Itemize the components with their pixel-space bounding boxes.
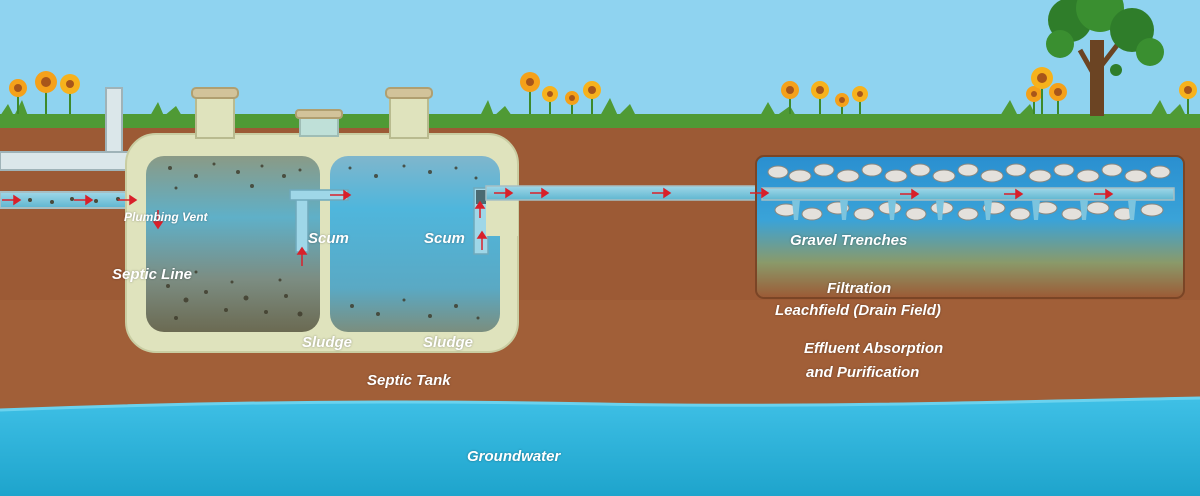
flow-arrow-icon bbox=[900, 188, 920, 200]
flowers bbox=[9, 67, 1197, 114]
flow-arrow-icon bbox=[474, 200, 486, 218]
flower-icon bbox=[835, 93, 849, 114]
label-leachfield: Leachfield (Drain Field) bbox=[775, 302, 941, 319]
flow-arrow-icon bbox=[494, 187, 514, 199]
label-sludge-primary: Sludge bbox=[302, 334, 353, 351]
leachfield bbox=[755, 155, 1185, 299]
flower-icon bbox=[520, 72, 540, 114]
tank-chamber-secondary bbox=[330, 156, 500, 332]
flow-arrow-icon bbox=[118, 194, 138, 206]
flow-arrow-icon bbox=[2, 194, 22, 206]
label-gravel-trenches: Gravel Trenches bbox=[790, 232, 908, 249]
label-filtration: Filtration bbox=[827, 280, 892, 297]
tank-chamber-primary bbox=[146, 156, 320, 332]
flow-arrow-icon bbox=[750, 187, 770, 199]
gravel-stone-icon bbox=[767, 165, 789, 179]
flower-icon bbox=[60, 74, 80, 114]
flow-arrow-icon bbox=[652, 187, 672, 199]
flower-icon bbox=[1031, 67, 1053, 114]
flow-arrow-icon bbox=[152, 210, 164, 230]
groundwater-shoreline bbox=[0, 396, 1200, 412]
flow-arrow-icon bbox=[1004, 188, 1024, 200]
flow-arrow-icon bbox=[476, 230, 488, 250]
flow-arrow-icon bbox=[296, 246, 308, 266]
flower-icon bbox=[583, 81, 601, 114]
tank-riser-right bbox=[389, 93, 429, 139]
flow-arrow-icon bbox=[330, 189, 352, 201]
flow-arrow-icon bbox=[74, 194, 94, 206]
label-effluent-line1: Effluent Absorption bbox=[804, 340, 944, 357]
septic-tank bbox=[125, 87, 519, 353]
flower-icon bbox=[1026, 86, 1042, 114]
label-septic-tank: Septic Tank bbox=[367, 372, 451, 389]
label-scum-secondary: Scum bbox=[424, 230, 465, 247]
flow-arrows bbox=[2, 187, 1114, 266]
flow-arrow-icon bbox=[1094, 188, 1114, 200]
flower-icon bbox=[9, 79, 27, 114]
vent-stack bbox=[0, 87, 151, 171]
flower-icon bbox=[781, 81, 799, 114]
flower-icon bbox=[852, 86, 868, 114]
label-sludge-secondary: Sludge bbox=[423, 334, 474, 351]
label-scum-primary: Scum bbox=[308, 230, 349, 247]
label-septic-line: Septic Line bbox=[112, 266, 193, 283]
tank-riser-left bbox=[195, 93, 235, 139]
flower-icon bbox=[1179, 81, 1197, 114]
sky bbox=[0, 0, 1200, 130]
flow-arrow-icon bbox=[530, 187, 550, 199]
flower-icon bbox=[811, 81, 829, 114]
flower-icon bbox=[542, 86, 558, 114]
distribution-drips bbox=[792, 200, 1136, 220]
label-groundwater: Groundwater bbox=[467, 448, 561, 465]
flower-icon bbox=[35, 71, 57, 114]
flower-icon bbox=[565, 91, 579, 114]
groundwater-layer bbox=[0, 398, 1200, 496]
tree-icon bbox=[1046, 0, 1164, 116]
label-plumbing-vent: Plumbing Vent bbox=[124, 210, 208, 224]
flower-icon bbox=[1049, 83, 1067, 114]
label-effluent-line2: and Purification bbox=[806, 364, 920, 381]
